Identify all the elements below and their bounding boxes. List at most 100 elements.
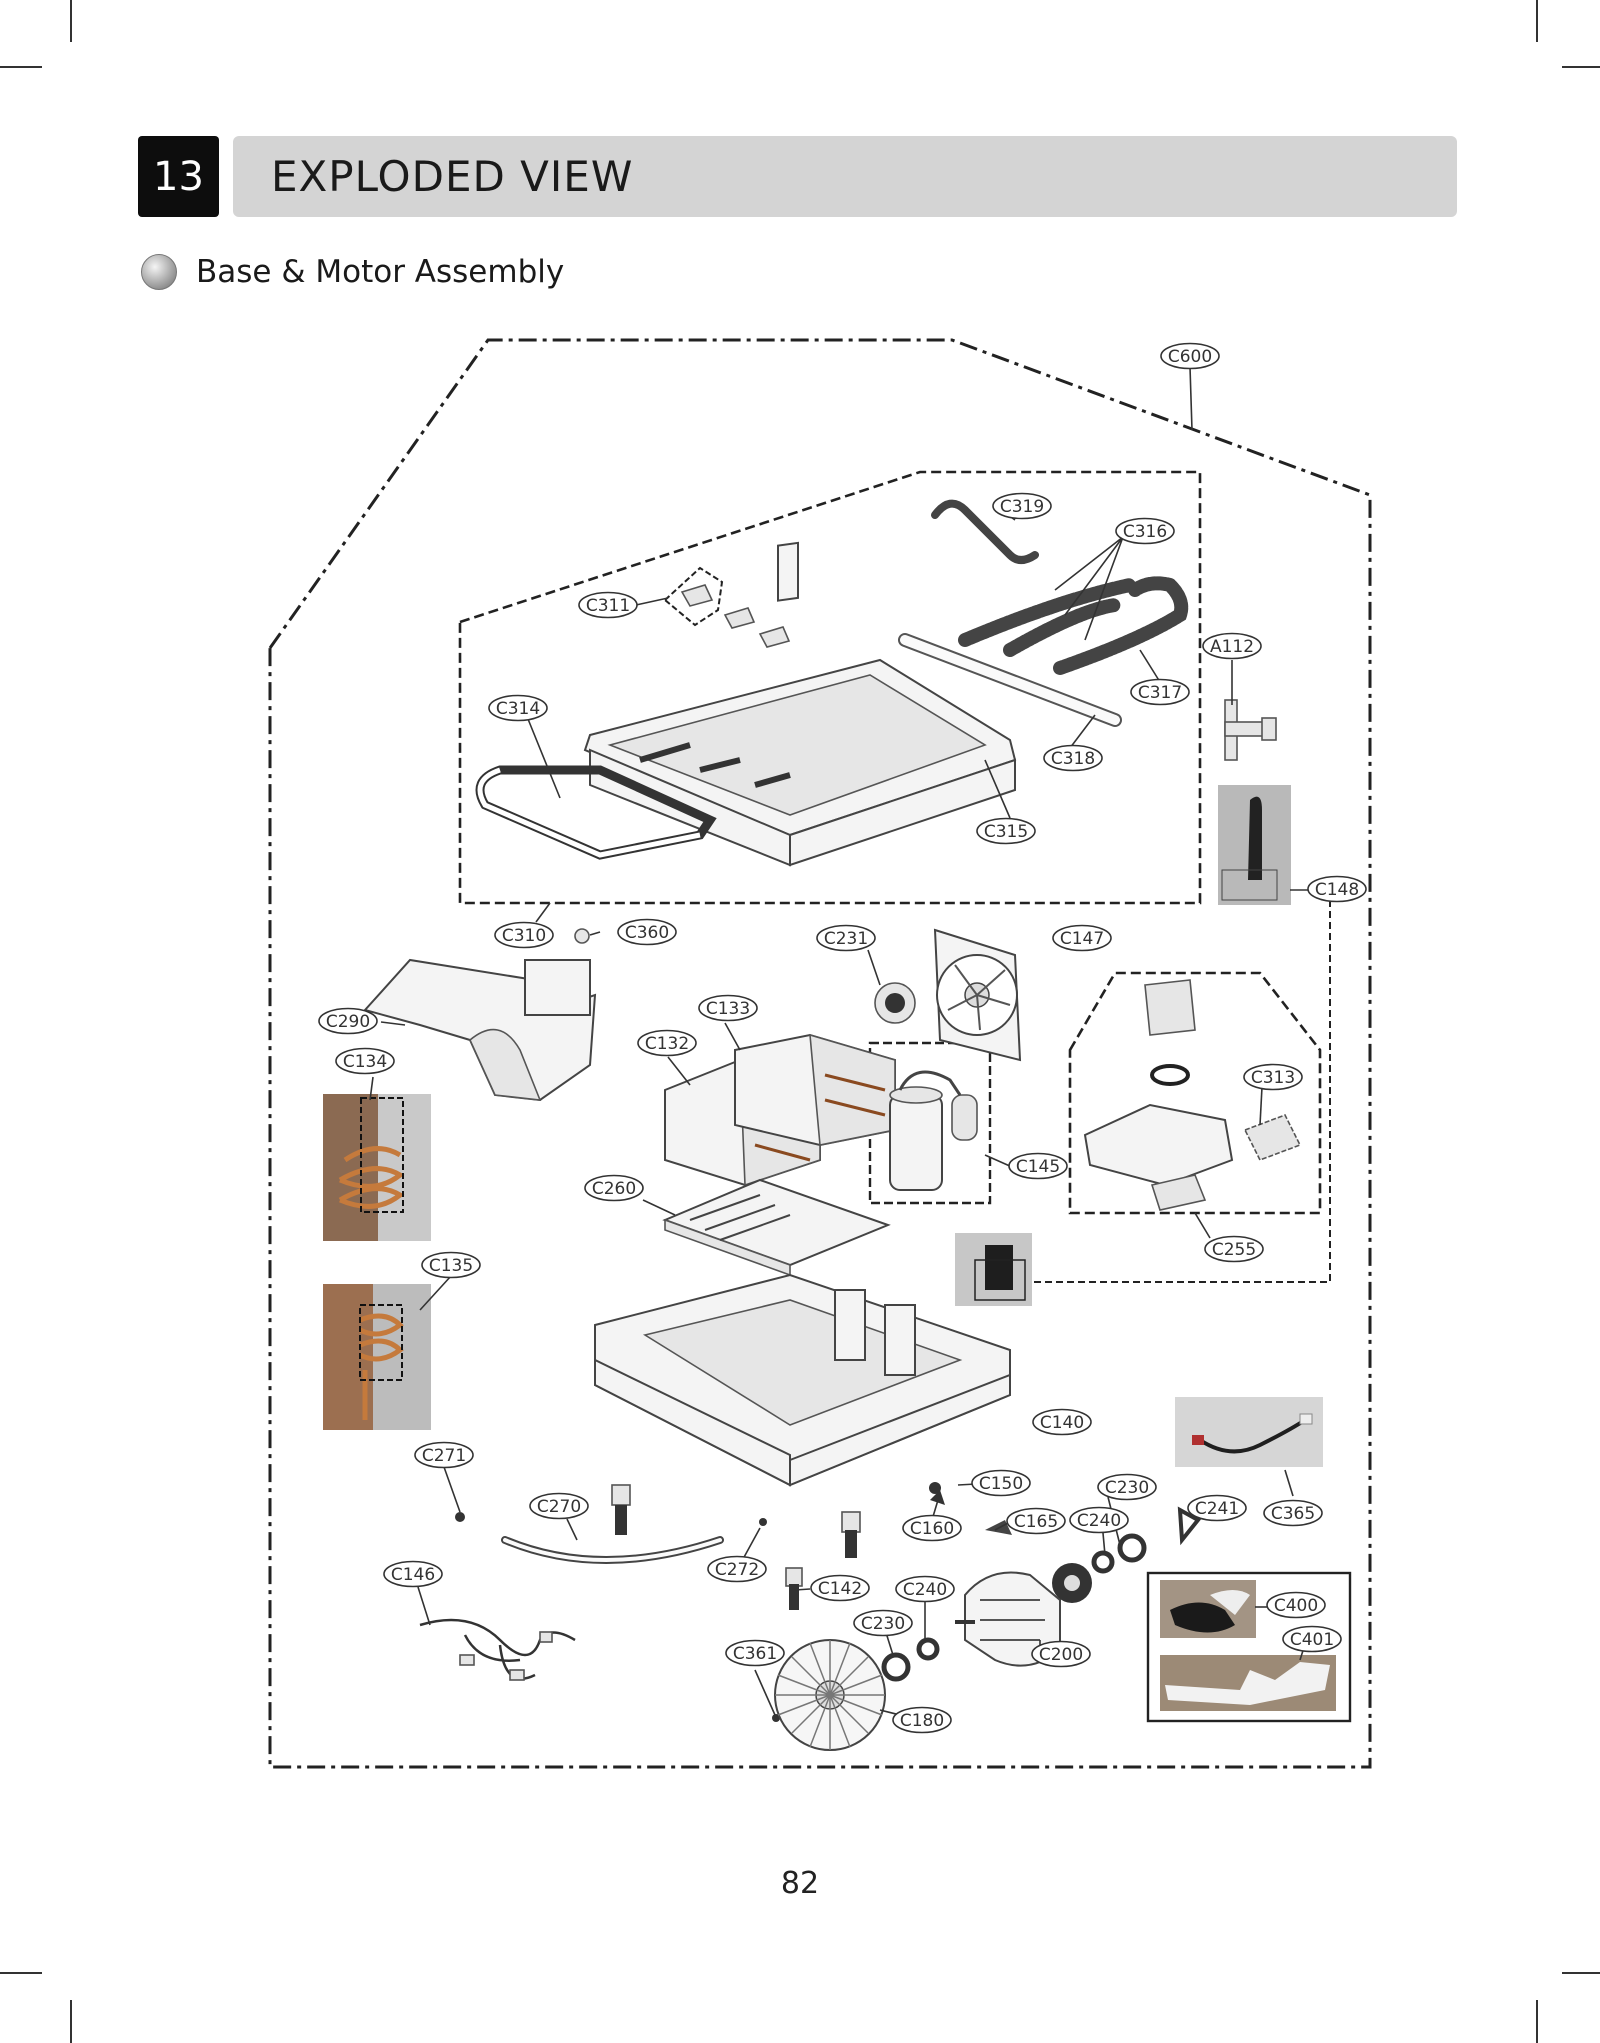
- clips-part: [680, 584, 791, 648]
- t-fitting-part: [1224, 699, 1277, 761]
- svg-text:C165: C165: [1014, 1512, 1058, 1532]
- callout-c200: C200: [1031, 1640, 1091, 1668]
- svg-text:C314: C314: [496, 699, 540, 719]
- svg-text:C150: C150: [979, 1474, 1023, 1494]
- svg-text:C400: C400: [1274, 1596, 1318, 1616]
- svg-text:C142: C142: [818, 1579, 862, 1599]
- callout-c135: C135: [421, 1251, 481, 1279]
- callout-c133: C133: [698, 994, 758, 1022]
- callout-c272: C272: [707, 1555, 767, 1583]
- bullet-icon: [141, 254, 177, 290]
- tube-inner: [900, 635, 1120, 725]
- svg-text:A112: A112: [1210, 637, 1254, 657]
- top-frame-boundary: [458, 470, 1202, 905]
- foam-pad-photo: [1160, 1580, 1256, 1638]
- callout-c401: C401: [1282, 1625, 1342, 1653]
- svg-text:C135: C135: [429, 1256, 473, 1276]
- seal-strip-inner: [503, 1538, 722, 1562]
- base-pan-part: [594, 1273, 1011, 1487]
- svg-text:C132: C132: [645, 1034, 689, 1054]
- svg-text:C230: C230: [861, 1614, 905, 1634]
- callout-c361: C361: [725, 1639, 785, 1667]
- condenser-part: [734, 1033, 896, 1147]
- drain-hose-inner: [933, 501, 1037, 562]
- svg-text:C317: C317: [1138, 683, 1182, 703]
- svg-text:C270: C270: [537, 1497, 581, 1517]
- callout-c132: C132: [637, 1029, 697, 1057]
- svg-text:C160: C160: [910, 1519, 954, 1539]
- callout-c240-a: C240: [1069, 1506, 1129, 1534]
- side-frame-part: [475, 765, 717, 860]
- copper-coil-photo-2: [323, 1284, 431, 1430]
- svg-text:C240: C240: [1077, 1511, 1121, 1531]
- svg-text:C231: C231: [824, 929, 868, 949]
- svg-text:C319: C319: [1000, 497, 1044, 517]
- copper-coil-photo: [323, 1094, 431, 1241]
- svg-text:C133: C133: [706, 999, 750, 1019]
- callout-c290: C290: [318, 1007, 378, 1035]
- svg-text:C271: C271: [422, 1446, 466, 1466]
- svg-text:C401: C401: [1290, 1630, 1334, 1650]
- callout-c240-b: C240: [895, 1575, 955, 1603]
- callout-c318: C318: [1043, 744, 1103, 772]
- wire-harness-part: [419, 1618, 576, 1681]
- motor-part: [955, 1563, 1092, 1667]
- callout-c317: C317: [1130, 678, 1190, 706]
- crop-mark-tr-h: [1562, 66, 1600, 68]
- callout-c146: C146: [383, 1560, 443, 1588]
- svg-text:C240: C240: [903, 1580, 947, 1600]
- svg-text:C145: C145: [1016, 1157, 1060, 1177]
- svg-text:C365: C365: [1271, 1504, 1315, 1524]
- svg-text:C230: C230: [1105, 1478, 1149, 1498]
- callout-c260: C260: [584, 1174, 644, 1202]
- fan-motor-part: [874, 982, 916, 1024]
- callout-c400: C400: [1266, 1591, 1326, 1619]
- svg-text:C290: C290: [326, 1012, 370, 1032]
- svg-text:C600: C600: [1168, 347, 1212, 367]
- svg-text:C360: C360: [625, 923, 669, 943]
- callout-c271: C271: [414, 1441, 474, 1469]
- callout-c140: C140: [1032, 1408, 1092, 1436]
- callout-c231: C231: [816, 924, 876, 952]
- compressor-part: [889, 1070, 978, 1191]
- svg-text:C310: C310: [502, 926, 546, 946]
- foam-parts-box: [1146, 1571, 1352, 1723]
- svg-text:C146: C146: [391, 1565, 435, 1585]
- blower-wheel-part: [774, 1639, 886, 1751]
- callout-c310: C310: [494, 921, 554, 949]
- callout-c360: C360: [617, 918, 677, 946]
- crop-mark-tl-v: [70, 0, 72, 42]
- svg-text:C313: C313: [1251, 1068, 1295, 1088]
- crop-mark-tl-h: [0, 66, 42, 68]
- section-number: 13: [138, 136, 219, 217]
- svg-text:C361: C361: [733, 1644, 777, 1664]
- callout-c270: C270: [529, 1492, 589, 1520]
- svg-text:C318: C318: [1051, 749, 1095, 769]
- pump-photo: [955, 1233, 1032, 1306]
- outer-assembly-boundary: [268, 338, 1372, 1769]
- callout-c145: C145: [1008, 1152, 1068, 1180]
- callout-c255: C255: [1204, 1235, 1264, 1263]
- callout-c313: C313: [1243, 1063, 1303, 1091]
- callout-c230-a: C230: [1097, 1473, 1157, 1501]
- wire-harness-photo: [1175, 1397, 1323, 1467]
- crop-mark-br-v: [1536, 2000, 1538, 2043]
- svg-text:C316: C316: [1123, 522, 1167, 542]
- title-bar: EXPLODED VIEW: [233, 136, 1457, 217]
- svg-text:C180: C180: [900, 1711, 944, 1731]
- svg-text:C147: C147: [1060, 929, 1104, 949]
- page-number: 82: [780, 1866, 820, 1901]
- callout-c314: C314: [488, 694, 548, 722]
- pump-parts: [1083, 979, 1302, 1211]
- foam-strip-photo: [1160, 1655, 1336, 1711]
- corrugated-hose-1: [958, 578, 1137, 647]
- callout-c316: C316: [1115, 517, 1175, 545]
- drain-connector-photo: [1218, 785, 1291, 905]
- base-cover-part: [662, 1178, 891, 1277]
- svg-text:C272: C272: [715, 1560, 759, 1580]
- svg-text:C311: C311: [586, 596, 630, 616]
- callout-c319: C319: [992, 492, 1052, 520]
- clip-boundary: [663, 566, 724, 627]
- callout-c165: C165: [1006, 1507, 1066, 1535]
